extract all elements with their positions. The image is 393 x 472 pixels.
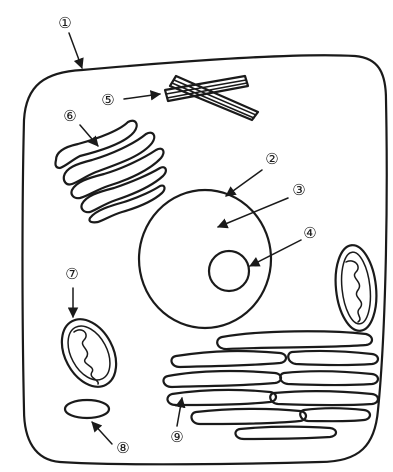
mitochondrion-right (332, 243, 381, 333)
endoplasmic-reticulum (163, 331, 378, 439)
leader-1 (69, 33, 82, 68)
mitochondrion-left (51, 310, 127, 396)
leader-3 (218, 198, 288, 227)
leader-4 (250, 240, 301, 266)
nucleus (139, 190, 271, 328)
svg-text:⑥: ⑥ (63, 107, 76, 125)
label-2: ② (265, 150, 278, 168)
svg-text:③: ③ (292, 181, 305, 199)
small-vesicle (65, 400, 109, 418)
label-4: ④ (303, 224, 316, 242)
svg-text:①: ① (58, 14, 71, 32)
label-7: ⑦ (65, 265, 78, 283)
cell-membrane (23, 55, 387, 464)
label-8: ⑧ (116, 439, 129, 457)
nucleolus (209, 251, 249, 291)
label-1: ① (58, 14, 71, 32)
label-3: ③ (292, 181, 305, 199)
label-6: ⑥ (63, 107, 76, 125)
svg-text:④: ④ (303, 224, 316, 242)
svg-text:⑦: ⑦ (65, 265, 78, 283)
leader-5 (124, 94, 160, 99)
svg-text:⑧: ⑧ (116, 439, 129, 457)
svg-text:⑤: ⑤ (101, 91, 114, 109)
leader-2 (226, 170, 262, 196)
label-5: ⑤ (101, 91, 114, 109)
golgi-apparatus (55, 121, 165, 223)
centriole (165, 76, 258, 120)
svg-text:②: ② (265, 150, 278, 168)
leader-9 (177, 398, 182, 426)
svg-text:⑨: ⑨ (170, 428, 183, 446)
leader-8 (92, 422, 112, 444)
label-9: ⑨ (170, 428, 183, 446)
